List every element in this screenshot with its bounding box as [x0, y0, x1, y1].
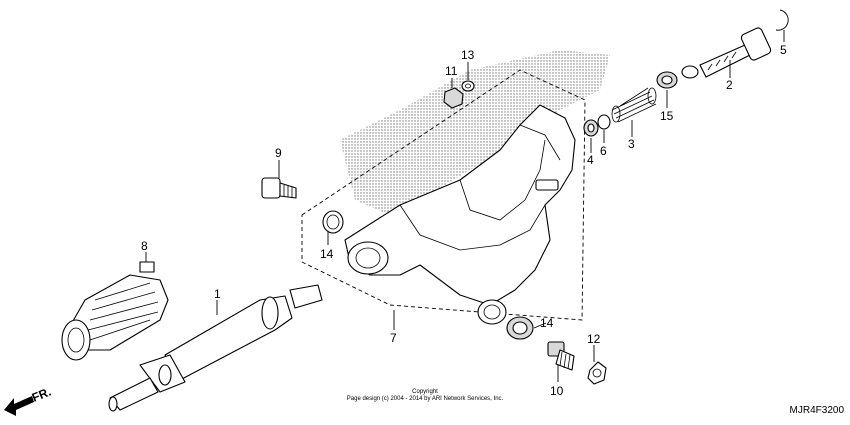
callout-7: 7 [390, 331, 397, 345]
bolt-part-10[interactable] [547, 341, 575, 371]
direction-label: FR. [30, 385, 53, 405]
frame-silhouette [340, 50, 610, 215]
nut-part-11[interactable] [443, 87, 464, 109]
callout-5: 5 [780, 43, 787, 57]
front-direction-arrow-icon [4, 396, 34, 416]
callout-1: 1 [214, 287, 221, 301]
drive-shaft-part-1[interactable] [108, 284, 323, 412]
callout-12: 12 [587, 332, 601, 346]
callout-10: 10 [550, 384, 564, 398]
callout-13: 13 [461, 48, 475, 62]
washer-part-15[interactable] [656, 71, 678, 89]
nut-part-12[interactable] [587, 361, 607, 385]
washer-part-4[interactable] [583, 119, 599, 137]
boot-part-8[interactable] [61, 261, 169, 361]
callout-6: 6 [600, 144, 607, 158]
callout-9: 9 [275, 146, 282, 160]
seal-part-14-upper[interactable] [322, 210, 344, 234]
washer-part-13[interactable] [461, 80, 475, 92]
seal-part-14-lower[interactable] [506, 316, 534, 340]
callout-4: 4 [587, 153, 594, 167]
diagram-code: MJR4F3200 [789, 405, 844, 416]
circlip-part-5[interactable] [775, 9, 789, 31]
copyright-line-2: Page design (c) 2004 - 2014 by ARI Netwo… [346, 396, 504, 402]
callout-11: 11 [445, 64, 458, 78]
leader-lines [145, 30, 785, 382]
callout-14-upper: 14 [320, 247, 334, 261]
callout-15: 15 [660, 109, 674, 123]
callout-3: 3 [628, 137, 635, 151]
callout-14-lower: 14 [540, 316, 554, 330]
copyright-line-1: Copyright [412, 389, 438, 395]
callout-2: 2 [726, 78, 733, 92]
pinion-shaft-part-2[interactable] [681, 27, 772, 79]
washer-part-6[interactable] [597, 114, 611, 130]
swingarm-part-7[interactable] [344, 104, 576, 325]
assembly-frame-7 [301, 69, 586, 321]
spring-part-3[interactable] [611, 87, 657, 123]
bolt-part-9[interactable] [261, 177, 297, 199]
callout-8: 8 [141, 239, 148, 253]
